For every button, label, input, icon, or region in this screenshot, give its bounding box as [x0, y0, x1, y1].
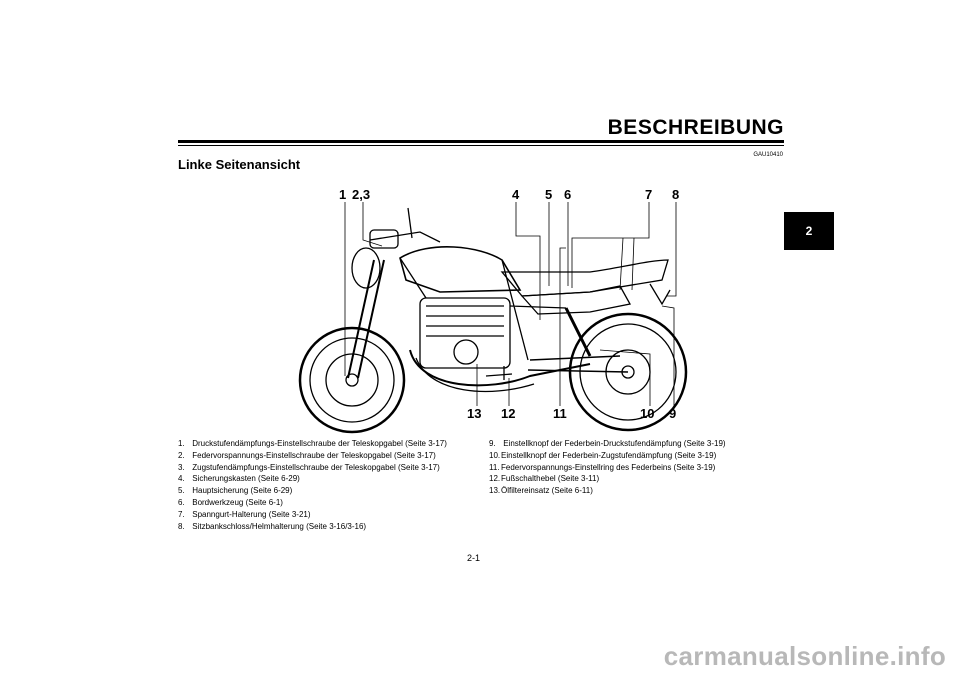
headlight — [351, 247, 381, 289]
legend-left: 1. Druckstufendämpfungs-Einstellschraube… — [178, 438, 476, 532]
legend-item: 7. Spanngurt-Halterung (Seite 3-21) — [178, 509, 311, 519]
legend-item: 8. Sitzbankschloss/Helmhalterung (Seite … — [178, 521, 367, 531]
legend-right: 9. Einstellknopf der Federbein-Druckstuf… — [489, 438, 787, 497]
chapter-tab[interactable]: 2 — [784, 212, 834, 250]
legend-item: 4. Sicherungskasten (Seite 6-29) — [178, 474, 300, 484]
exhaust — [409, 349, 591, 387]
title-rule-thick — [178, 140, 784, 143]
page-number: 2-1 — [467, 553, 481, 563]
legend-item: 5. Hauptsicherung (Seite 6-29) — [178, 486, 293, 496]
legend-item: 9. Einstellknopf der Federbein-Druckstuf… — [489, 439, 726, 448]
legend-item: 13.Ölfiltereinsatz (Seite 6-11) — [489, 486, 593, 496]
watermark-link[interactable]: carmanualsonline.info — [663, 641, 946, 671]
legend-item: 11.Federvorspannungs-Einstellring des Fe… — [489, 462, 716, 472]
document-code: GAU10410 — [753, 152, 783, 158]
fuel-tank — [399, 246, 522, 293]
callout-1: 1 — [339, 187, 347, 202]
legend-item: 6. Bordwerkzeug (Seite 6-1) — [178, 497, 283, 507]
callout-5: 5 — [545, 187, 553, 202]
legend-item: 1. Druckstufendämpfungs-Einstellschraube… — [178, 439, 447, 448]
seat — [500, 259, 669, 297]
motorcycle-figure — [290, 180, 710, 435]
page-subtitle: Linke Seitenansicht — [178, 157, 301, 172]
legend-item: 3. Zugstufendämpfungs-Einstellschraube d… — [178, 462, 440, 472]
callout-6: 6 — [564, 187, 572, 202]
callout-10: 10 — [640, 406, 655, 421]
engine — [419, 297, 511, 369]
rear-wheel — [568, 312, 688, 432]
callout-8: 8 — [672, 187, 680, 202]
callout-7: 7 — [645, 187, 653, 202]
callout-12: 12 — [501, 406, 516, 421]
callout-13: 13 — [467, 406, 482, 421]
callout-4: 4 — [512, 187, 520, 202]
legend-item: 10.Einstellknopf der Federbein-Zugstufen… — [489, 450, 717, 460]
front-wheel — [298, 326, 406, 434]
motorcycle-illustration — [298, 202, 688, 434]
legend-item: 2. Federvorspannungs-Einstellschraube de… — [178, 450, 436, 460]
title-rule-thin — [178, 145, 784, 146]
callout-9: 9 — [669, 406, 677, 421]
callout-2-3: 2,3 — [352, 187, 371, 202]
rear-shock — [564, 307, 592, 357]
section-title: BESCHREIBUNG — [607, 116, 784, 139]
legend-item: 12.Fußschalthebel (Seite 3-11) — [489, 474, 600, 484]
callout-11: 11 — [553, 406, 567, 421]
swing-arm — [527, 355, 629, 373]
